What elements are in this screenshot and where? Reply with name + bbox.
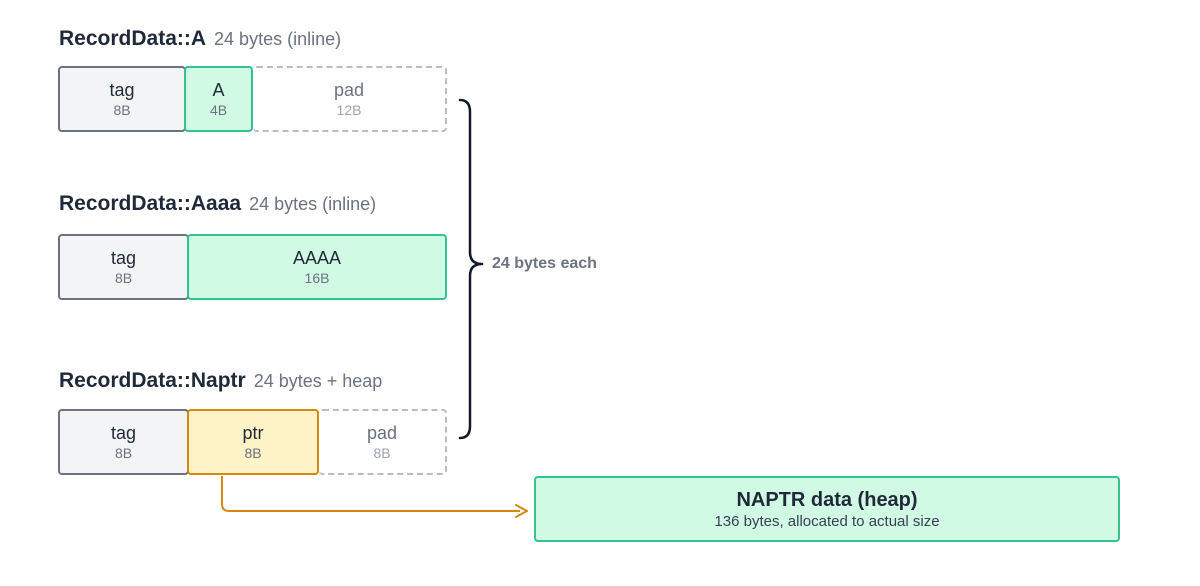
field-size: 8B — [373, 445, 391, 461]
heap-title: NAPTR data (heap) — [736, 488, 918, 511]
field-label: A — [212, 80, 225, 100]
record-aaaa-name: RecordData::Aaaa — [59, 192, 242, 215]
record-a-tag-field: tag 8B — [58, 66, 186, 132]
record-aaaa-tag-field: tag 8B — [58, 234, 189, 300]
brace-label: 24 bytes each — [492, 255, 597, 272]
record-aaaa-meta: 24 bytes (inline) — [249, 194, 377, 214]
field-size: 8B — [114, 270, 133, 286]
record-naptr-tag-field: tag 8B — [58, 409, 189, 475]
record-naptr-pad-field: pad 8B — [319, 409, 447, 475]
record-naptr-ptr-field: ptr 8B — [187, 409, 319, 475]
field-label: pad — [366, 423, 398, 443]
pointer-arrow-line — [221, 476, 520, 512]
field-size: 12B — [336, 102, 362, 118]
record-a-pad-field: pad 12B — [253, 66, 447, 132]
record-a-meta: 24 bytes (inline) — [214, 29, 342, 49]
heap-description: 136 bytes, allocated to actual size — [714, 512, 940, 530]
field-label: AAAA — [292, 248, 342, 268]
field-size: 8B — [113, 102, 131, 118]
record-naptr-meta: 24 bytes + heap — [253, 371, 383, 391]
record-a-a-field: A 4B — [184, 66, 253, 132]
field-label: tag — [109, 80, 135, 100]
field-size: 16B — [304, 270, 330, 286]
record-aaaa-heading: RecordData::Aaaa 24 bytes (inline) — [59, 191, 376, 217]
field-size: 8B — [114, 445, 133, 461]
field-size: 8B — [244, 445, 262, 461]
record-naptr-heading: RecordData::Naptr 24 bytes + heap — [59, 368, 382, 394]
field-label: tag — [110, 248, 137, 268]
record-aaaa-aaaa-field: AAAA 16B — [187, 234, 447, 300]
record-a-name: RecordData::A — [59, 27, 207, 50]
record-naptr-name: RecordData::Naptr — [59, 369, 246, 392]
field-label: tag — [110, 423, 137, 443]
field-label: pad — [333, 80, 365, 100]
field-label: ptr — [242, 423, 264, 443]
record-a-heading: RecordData::A 24 bytes (inline) — [59, 26, 341, 52]
curly-brace — [458, 98, 484, 440]
heap-block: NAPTR data (heap) 136 bytes, allocated t… — [534, 476, 1120, 542]
field-size: 4B — [209, 102, 228, 118]
pointer-arrowhead — [515, 504, 528, 518]
